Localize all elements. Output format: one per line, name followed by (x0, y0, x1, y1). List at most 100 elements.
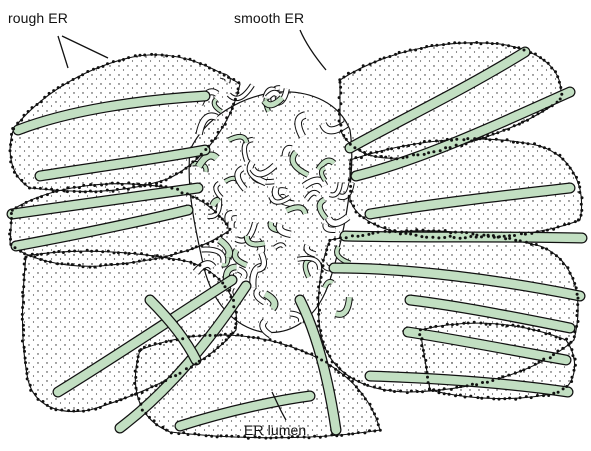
ribosome-dot (104, 403, 107, 406)
ribosome-dot (404, 50, 407, 53)
ribosome-dot (552, 228, 555, 231)
ribosome-dot (469, 235, 472, 238)
ribosome-dot (386, 148, 389, 151)
ribosome-dot (23, 278, 26, 281)
ribosome-dot (71, 263, 74, 266)
ribosome-dot (444, 146, 447, 149)
ribosome-dot (207, 145, 210, 148)
ribosome-dot (46, 404, 49, 407)
ribosome-dot (388, 55, 391, 58)
ribosome-dot (369, 403, 372, 406)
ribosome-dot (550, 67, 553, 70)
ribosome-dot (552, 353, 555, 356)
ribosome-dot (175, 172, 178, 175)
ribosome-dot (520, 232, 523, 235)
ribosome-dot (501, 43, 504, 46)
ribosome-dot (379, 429, 382, 432)
ribosome-dot (295, 348, 298, 351)
ribosome-dot (394, 53, 397, 56)
ribosome-dot (153, 419, 156, 422)
ribosome-dot (195, 245, 198, 248)
ribosome-dot (236, 333, 239, 336)
ribosome-dot (549, 356, 552, 359)
ribosome-dot (177, 432, 180, 435)
ribosome-dot (491, 42, 494, 45)
ribosome-dot (106, 189, 109, 192)
ribosome-dot (532, 329, 535, 332)
ribosome-dot (343, 372, 346, 375)
ribosome-dot (111, 182, 114, 185)
ribosome-dot (422, 229, 425, 232)
ribosome-dot (575, 325, 578, 328)
ribosome-dot (322, 264, 325, 267)
ribosome-dot (536, 394, 539, 397)
ribosome-dot (565, 338, 568, 341)
ribosome-dot (127, 188, 130, 191)
ribosome-dot (487, 396, 490, 399)
ribosome-dot (521, 141, 524, 144)
ribosome-dot (563, 223, 566, 226)
ribosome-dot (430, 44, 433, 47)
ribosome-dot (22, 273, 25, 276)
ribosome-dot (501, 140, 504, 143)
ribosome-dot (40, 253, 43, 256)
ribosome-dot (29, 384, 32, 387)
ribosome-dot (561, 347, 564, 350)
ribosome-dot (570, 380, 573, 383)
ribosome-dot (424, 328, 427, 331)
ribosome-dot (362, 64, 365, 67)
ribosome-dot (427, 230, 430, 233)
ribosome-dot (223, 74, 226, 77)
ribosome-dot (203, 268, 206, 271)
ribosome-dot (165, 185, 168, 188)
ribosome-dot (566, 266, 569, 269)
ribosome-dot (345, 138, 348, 141)
ribosome-dot (215, 237, 218, 240)
ribosome-dot (165, 340, 168, 343)
ribosome-dot (120, 398, 123, 401)
ribosome-dot (237, 87, 240, 90)
ribosome-dot (9, 160, 12, 163)
ribosome-dot (228, 228, 231, 231)
ribosome-dot (465, 142, 468, 145)
ribosome-dot (554, 70, 557, 73)
ribosome-dot (524, 233, 527, 236)
ribosome-dot (357, 389, 360, 392)
ribosome-dot (200, 244, 203, 247)
ribosome-dot (11, 166, 14, 169)
ribosome-dot (78, 186, 81, 189)
ribosome-dot (486, 381, 489, 384)
ribosome-dot (76, 409, 79, 412)
ribosome-dot (36, 253, 39, 256)
ribosome-dot (66, 186, 69, 189)
ribosome-dot (513, 124, 516, 127)
ribosome-dot (247, 336, 250, 339)
ribosome-dot (327, 243, 330, 246)
ribosome-dot (182, 431, 185, 434)
ribosome-dot (22, 301, 25, 304)
ribosome-dot (409, 233, 412, 236)
ribosome-dot (466, 137, 469, 140)
ribosome-dot (161, 426, 164, 429)
ribosome-dot (349, 200, 352, 203)
ribosome-dot (169, 176, 172, 179)
ribosome-dot (324, 253, 327, 256)
ribosome-dot (576, 309, 579, 312)
ribosome-dot (426, 376, 429, 379)
ribosome-dot (535, 243, 538, 246)
ribosome-dot (373, 430, 376, 433)
ribosome-dot (237, 435, 240, 438)
ribosome-dot (420, 235, 423, 238)
ribosome-dot (550, 251, 553, 254)
ribosome-dot (562, 387, 565, 390)
ribosome-dot (224, 333, 227, 336)
ribosome-dot (33, 186, 36, 189)
ribosome-dot (326, 350, 329, 353)
ribosome-dot (573, 369, 576, 372)
ribosome-dot (470, 140, 473, 143)
ribosome-dot (454, 231, 457, 234)
ribosome-dot (556, 350, 559, 353)
ribosome-dot (321, 270, 324, 273)
ribosome-dot (138, 260, 141, 263)
ribosome-dot (555, 254, 558, 257)
